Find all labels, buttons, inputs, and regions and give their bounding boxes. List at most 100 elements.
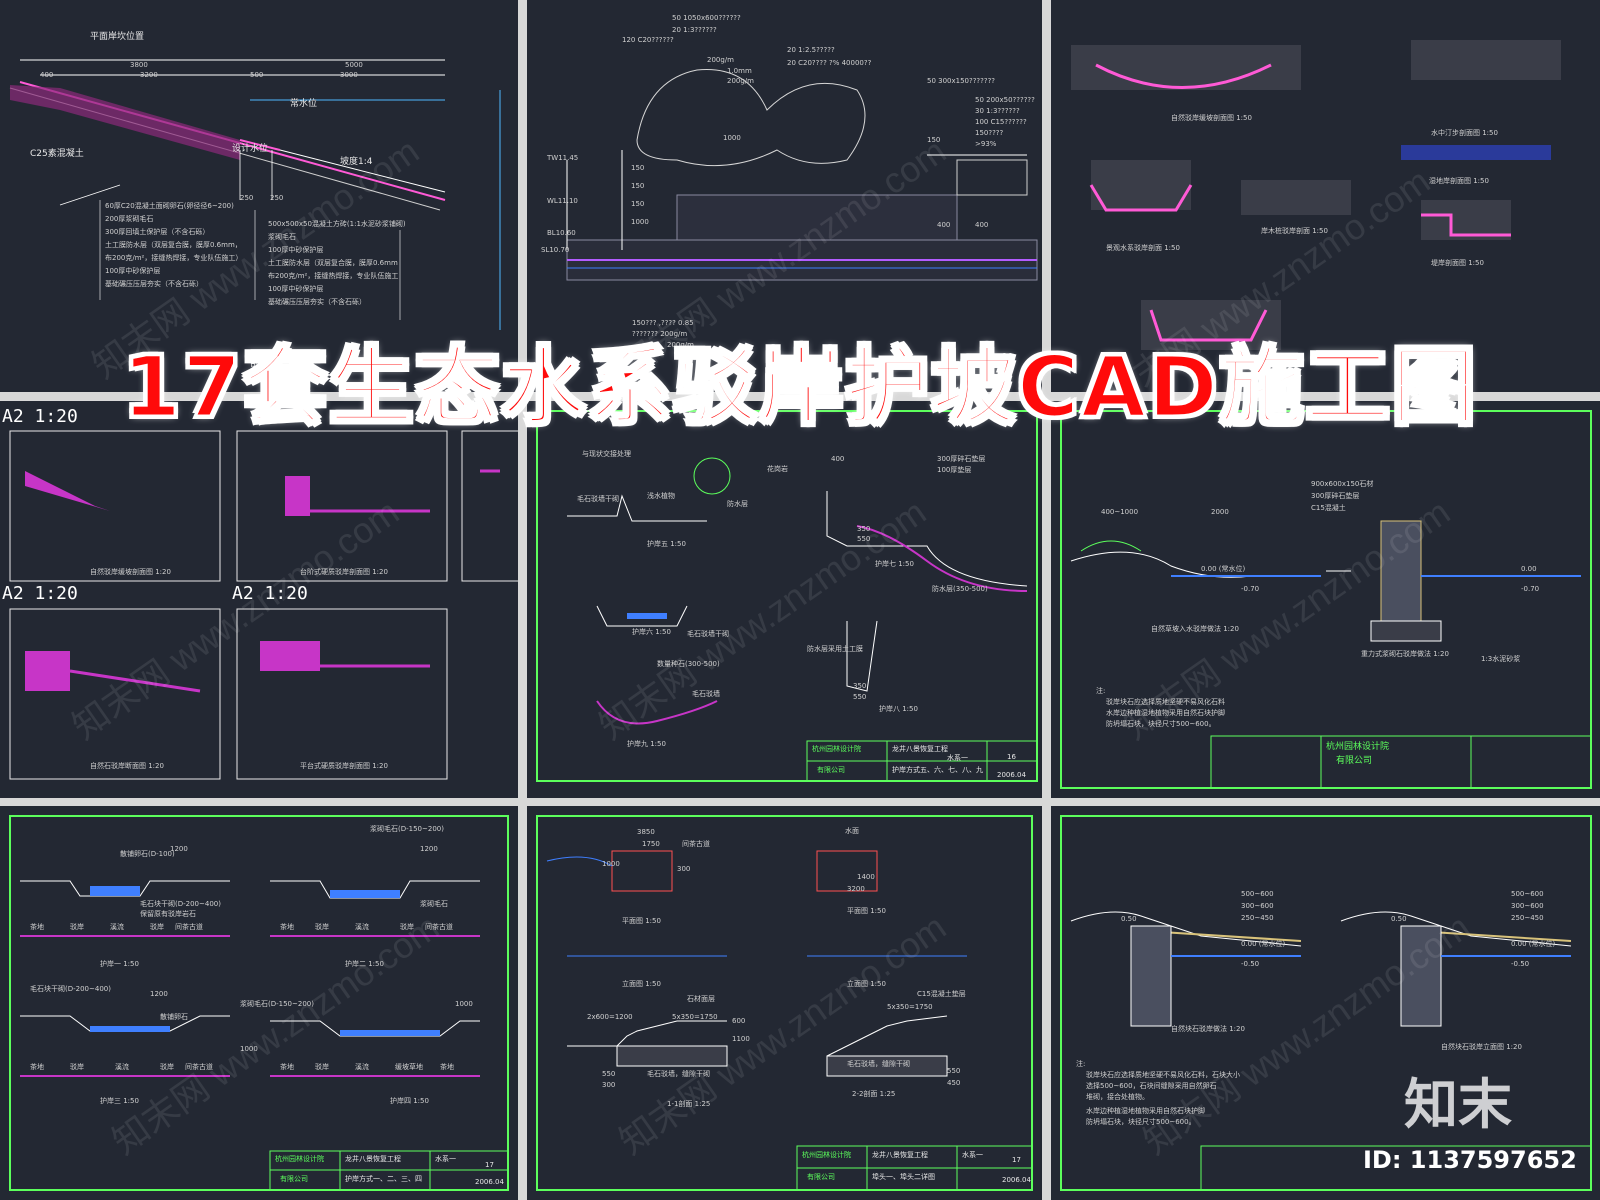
drawing-caption: 护岸八 1:50 [879,705,918,713]
detail-note: 150???? [975,129,1004,137]
dim-label: 450 [947,1079,961,1087]
dim-label: 400 [937,221,951,229]
layer-note: 土工膜防水层（双层复合膜，膜厚0.6mm， [105,241,242,249]
layer-note: 200厚浆砌毛石 [105,215,154,223]
detail-note: 毛石驳墙，缝隙干砌 [647,1070,710,1078]
level-label: -0.70 [1241,585,1260,593]
elevation-label: TW11.45 [547,154,579,162]
dim-label: 350 [857,525,871,533]
dim-label: 500~600 [1511,890,1544,898]
ground-label: 驳岸 [315,923,329,931]
ground-label: 驳岸 [70,1063,84,1071]
dim-label: 1000 [602,860,620,868]
title-block-company: 杭州园林设计院 [802,1151,851,1159]
title-block-project: 龙井八景恢复工程 [892,745,948,753]
dim-label: 300 [677,865,691,873]
slope-label: 坡度1:4 [340,157,373,167]
level-label: 0.00 (常水位) [1511,940,1556,948]
detail-note: 20 C20???? ?% 40000?? [787,59,872,67]
drawing-caption: 护岸六 1:50 [632,628,671,636]
ground-label: 茶地 [280,923,294,931]
detail-note: 石材面层 [687,995,715,1003]
title-block-company-2: 有限公司 [1336,756,1373,766]
drawing-caption: 护岸三 1:50 [100,1097,139,1105]
notes-title: 注: [1076,1060,1086,1068]
drawing-panel-9: 500~600 300~600 250~450 500~600 300~600 … [1051,806,1600,1200]
panel-8-lines [536,815,1033,1191]
detail-note: C15混凝土 [1311,504,1346,512]
dim-label: 500~600 [1241,890,1274,898]
drawing-caption: 2-2剖面 1:25 [852,1090,896,1098]
panel-1-lines [9,59,501,330]
dim-label: 1200 [420,845,438,853]
panel-9-lines [1060,815,1592,1191]
drawing-caption: 护岸四 1:50 [390,1097,429,1105]
main-title: 17套生态水系驳岸护坡CAD施工图 [121,336,1478,437]
dim-label: 400 [975,221,989,229]
ground-label: 溪流 [115,1063,129,1071]
detail-note: 50 300x150??????? [927,77,996,85]
level-label: 0.00 (常水位) [1201,565,1246,573]
detail-note: 200g/m [707,56,734,64]
scale-label: A2 1:20 [2,583,78,604]
drawing-caption: 护岸九 1:50 [627,740,666,748]
layer-note: 布200克/m²，接缝热焊接，专业队伍施工） [105,254,243,262]
detail-note: 300厚碎石垫层 [1311,492,1360,500]
dim-label: 1000 [723,134,741,142]
dim-label: 3000 [340,71,358,79]
design-level-label: 设计水位 [232,144,269,154]
detail-note: 20 1:3?????? [672,26,717,34]
elevation-label: BL10.60 [547,229,576,237]
panel-7-lines [9,815,509,1191]
drawing-caption: 堤岸剖面图 1:50 [1431,259,1484,267]
drawing-caption: 景观水系驳岸剖面 1:50 [1106,244,1180,252]
drawing-panel-6: 400~1000 2000 900x600x150石材 300厚碎石垫层 C15… [1051,401,1600,798]
detail-note: C15混凝土垫层 [917,990,966,998]
title-block-sheet: 护岸方式一、二、三、四 [345,1175,422,1183]
dim-label: 1000 [455,1000,473,1008]
detail-note: 数量种石(300-500) [657,660,720,668]
level-label: -0.50 [1241,960,1260,968]
drawing-caption: 重力式浆砌石驳岸做法 1:20 [1361,650,1449,658]
dim-label: 250 [270,194,284,202]
dim-label: 1000 [240,1045,258,1053]
detail-note: 50 200x50?????? [975,96,1035,104]
detail-note: 120 C20?????? [622,36,674,44]
dim-label: 5000 [345,61,363,69]
dim-label: 300~600 [1511,902,1544,910]
drawing-caption: 1-1剖面 1:25 [667,1100,711,1108]
dim-label: 150 [631,182,645,190]
level-label: 0.50 [1391,915,1407,923]
dim-label: 1200 [150,990,168,998]
detail-note: 150??? ,???? 0.85 [632,319,694,327]
water-level-label: 常水位 [290,99,318,109]
drawing-label: 水面 [845,827,859,835]
ground-label: 茶地 [440,1063,454,1071]
detail-note: 300厚碎石垫层 [937,455,986,463]
ground-label: 溪流 [355,923,369,931]
title-block-company-2: 有限公司 [280,1175,308,1183]
dim-label: 1100 [732,1035,750,1043]
panel-4-lines [9,430,518,780]
layer-note: 100厚中砂保护层 [268,246,324,254]
ground-label: 缓坡草地 [395,1063,423,1071]
dim-label: 600 [732,1017,746,1025]
title-block-date: 2006.04 [997,771,1026,779]
brand-logo: 知末 [1404,1073,1512,1136]
detail-note: 200g/m [667,341,694,349]
notes-line: 防坍塌石块，块径尺寸500~600。 [1086,1118,1196,1126]
detail-note: 浅水植物 [647,492,675,500]
notes-line: 选择500~600，石块间缝隙采用自然卵石 [1086,1082,1217,1090]
title-block-date: 2006.04 [475,1178,504,1186]
dim-label: 1400 [857,873,875,881]
dim-label: 5x350=1750 [672,1013,718,1021]
detail-note: 毛石块干砌(D-200~400) [140,900,221,908]
ground-label: 溪流 [355,1063,369,1071]
dim-label: 250~450 [1511,914,1544,922]
title-block-code: 水系一 [435,1155,456,1163]
detail-note: 散铺卵石(D-100) [120,850,175,858]
drawing-caption: 水中汀步剖面图 1:50 [1431,129,1498,137]
dim-label: 150 [631,200,645,208]
level-label: 0.50 [1121,915,1137,923]
dim-label: 1000 [631,218,649,226]
